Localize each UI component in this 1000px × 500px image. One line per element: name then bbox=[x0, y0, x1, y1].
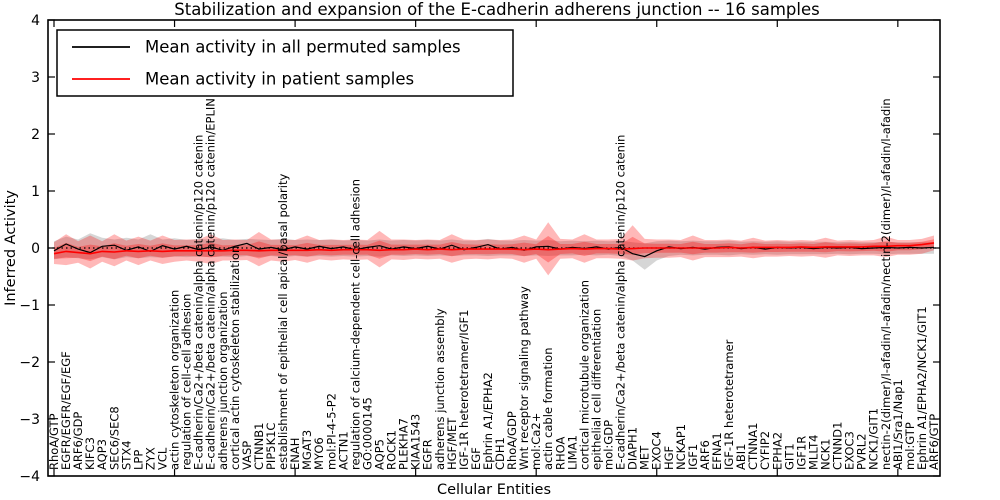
x-tick-label: PLEKHA7 bbox=[397, 418, 411, 470]
x-tick-label: RhoA/GTP bbox=[47, 413, 61, 470]
y-tick-label: −4 bbox=[19, 469, 40, 485]
x-tick-label: NCK1 bbox=[819, 439, 833, 471]
x-tick-label: ARF6 bbox=[698, 440, 712, 470]
x-tick-label: adherens junction organization bbox=[216, 292, 230, 470]
x-tick-label: LIMA1 bbox=[565, 435, 579, 470]
x-axis-title: Cellular Entities bbox=[437, 482, 551, 498]
x-tick-label: Ephrin A1/EPHA2/NCK1/GIT1 bbox=[915, 306, 929, 470]
x-tick-label: CYFIP2 bbox=[758, 431, 772, 470]
x-tick-label: IGF1R bbox=[794, 436, 808, 470]
x-tick-label: GO:0000145 bbox=[360, 397, 374, 470]
x-tick-label: E-cadherin/Ca2+/beta catenin/alpha caten… bbox=[204, 98, 218, 470]
x-tick-label: VASP bbox=[240, 441, 254, 470]
x-tick-label: EFNA1 bbox=[710, 432, 724, 470]
y-tick-label: −2 bbox=[19, 355, 40, 371]
permuted-band bbox=[54, 233, 934, 270]
x-tick-label: ENAH bbox=[288, 438, 302, 470]
x-tick-label: ACTN1 bbox=[336, 431, 350, 470]
y-tick-labels: 4 3 2 1 0 −1 −2 −3 −4 bbox=[19, 13, 40, 485]
y-tick-label: 3 bbox=[31, 70, 40, 86]
y-tick-label: 2 bbox=[31, 127, 40, 143]
x-tick-label: Ephrin A1/EPHA2 bbox=[481, 372, 495, 470]
x-tick-label: ABI1/Sra1/Nap1 bbox=[891, 379, 905, 470]
plot-frame bbox=[47, 19, 941, 477]
x-tick-label: EXOC3 bbox=[843, 431, 857, 470]
x-tick-label: NCK1/GIT1 bbox=[867, 408, 881, 470]
x-tick-label: IGF-1R heterotetramer/IGF1 bbox=[457, 310, 471, 470]
x-tick-label: IGF-1R heterotetramer bbox=[722, 339, 736, 470]
x-tick-label: adherens junction assembly bbox=[433, 308, 447, 470]
x-tick-label: MLLT4 bbox=[807, 435, 821, 471]
x-tick-label: mol:GDP bbox=[602, 420, 616, 470]
x-tick-label: E-cadherin/Ca2+/beta catenin/alpha caten… bbox=[614, 135, 628, 470]
x-tick-label: mol:PI-4-5-P2 bbox=[324, 393, 338, 470]
chart-title: Stabilization and expansion of the E-cad… bbox=[174, 0, 820, 19]
x-tick-label: mol:GTP bbox=[903, 422, 917, 470]
x-tick-label: EGF bbox=[469, 447, 483, 470]
x-tick-label: actin cable formation bbox=[541, 347, 555, 470]
x-tick-label: NCKAP1 bbox=[674, 424, 688, 470]
legend-label: Mean activity in all permuted samples bbox=[145, 38, 461, 57]
x-tick-label: AQP3 bbox=[95, 439, 109, 470]
x-tick-label: ROCK1 bbox=[385, 430, 399, 470]
x-tick-label: ABI1 bbox=[734, 444, 748, 470]
x-tick-label: MGAT3 bbox=[300, 430, 314, 470]
x-tick-label: cortical actin cytoskeleton stabilizatio… bbox=[228, 246, 242, 470]
legend: Mean activity in all permuted samplesMea… bbox=[56, 29, 514, 97]
x-tick-label: CTNND1 bbox=[831, 422, 845, 470]
x-tick-label: AQP5 bbox=[373, 439, 387, 470]
x-tick-label: ZYX bbox=[143, 447, 157, 470]
x-tick-label: PIP5K1C bbox=[264, 423, 278, 470]
y-tick-label: 1 bbox=[31, 184, 40, 200]
x-tick-label: GIT1 bbox=[782, 443, 796, 470]
x-tick-label: RHOA bbox=[553, 437, 567, 470]
x-tick-label: ARF6/GTP bbox=[927, 414, 941, 470]
x-tick-label: ARF6/GDP bbox=[71, 412, 85, 470]
x-tick-label: regulation of cell-cell adhesion bbox=[180, 294, 194, 470]
x-tick-label: STX4 bbox=[119, 440, 133, 470]
y-tick-label: −1 bbox=[19, 298, 40, 314]
x-tick-label: PVRL2 bbox=[855, 433, 869, 470]
x-tick-label: HGF bbox=[662, 446, 676, 470]
y-tick-label: −3 bbox=[19, 412, 40, 428]
x-tick-label: SEC6/SEC8 bbox=[107, 406, 121, 470]
x-tick-label: epithelial cell differentiation bbox=[590, 309, 604, 470]
y-tick-label: 0 bbox=[31, 241, 40, 257]
x-tick-label: mol:Ca2+ bbox=[529, 413, 543, 470]
x-tick-label: HGF/MET bbox=[445, 417, 459, 470]
x-tick-label: E-cadherin/Ca2+/beta catenin/alpha caten… bbox=[192, 135, 206, 470]
x-tick-label: DIAPH1 bbox=[626, 427, 640, 470]
patient-mean-line bbox=[53, 242, 935, 255]
x-tick-label: LPP bbox=[131, 450, 145, 470]
x-tick-label: nectin-2(dimer)/l-afadin/l-afadin/nectin… bbox=[879, 98, 893, 470]
x-tick-label: KIAA1543 bbox=[409, 414, 423, 470]
x-tick-label: EPHA2 bbox=[770, 432, 784, 470]
chart-titles: Stabilization and expansion of the E-cad… bbox=[3, 0, 820, 498]
x-tick-label: Wnt receptor signaling pathway bbox=[517, 286, 531, 470]
legend-box bbox=[56, 29, 514, 97]
x-tick-label: CDH1 bbox=[493, 437, 507, 470]
x-tick-label: EGFR bbox=[421, 439, 435, 470]
x-tick-label: CTNNB1 bbox=[252, 423, 266, 470]
x-tick-label: CTNNA1 bbox=[746, 423, 760, 470]
legend-label: Mean activity in patient samples bbox=[145, 70, 414, 89]
x-tick-label: actin cytoskeleton organization bbox=[168, 290, 182, 470]
x-tick-label: IGF1 bbox=[686, 444, 700, 470]
y-tick-label: 4 bbox=[31, 13, 40, 29]
x-tick-label: EGFR/EGFR/EGF/EGF bbox=[59, 351, 73, 470]
x-tick-labels: RhoA/GTPEGFR/EGFR/EGF/EGFARF6/GDPKIFC3AQ… bbox=[47, 98, 941, 470]
y-axis-title: Inferred Activity bbox=[3, 190, 19, 306]
x-tick-label: EXOC4 bbox=[650, 431, 664, 470]
x-tick-label: establishment of epithelial cell apical/… bbox=[276, 174, 290, 470]
x-tick-label: KIFC3 bbox=[83, 437, 97, 470]
x-tick-label: VCL bbox=[156, 447, 170, 470]
x-tick-label: regulation of calcium-dependent cell-cel… bbox=[348, 179, 362, 470]
x-tick-label: MET bbox=[638, 445, 652, 470]
x-tick-label: cortical microtubule organization bbox=[577, 280, 591, 470]
x-tick-label: RhoA/GDP bbox=[505, 411, 519, 470]
x-tick-label: MYO6 bbox=[312, 437, 326, 470]
mean-lines bbox=[53, 242, 935, 258]
